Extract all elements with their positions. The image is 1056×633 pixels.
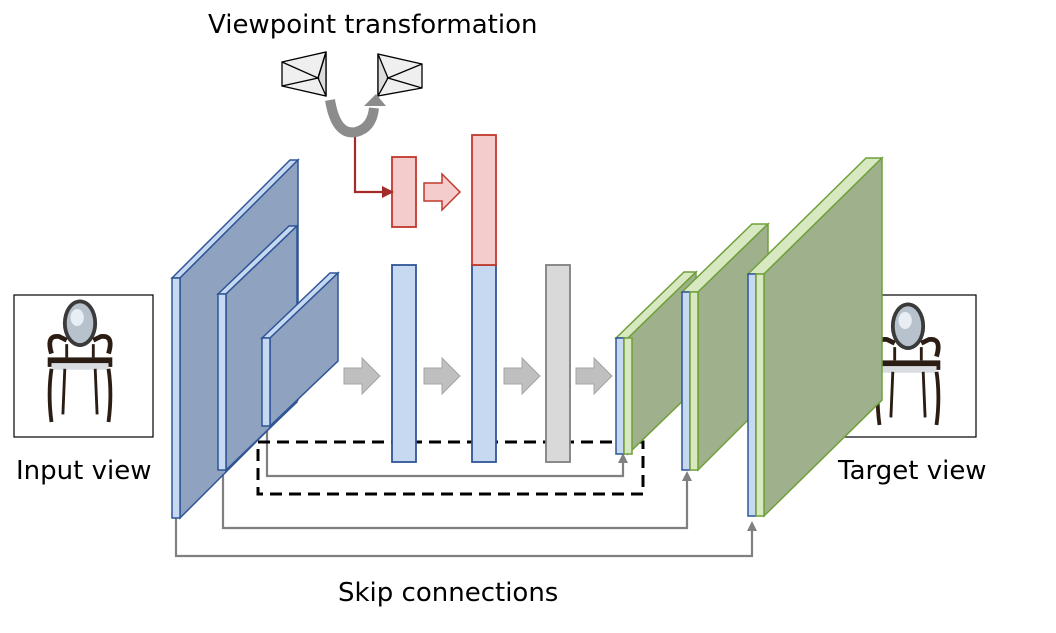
- viewpoint-transformation-label: Viewpoint transformation: [208, 10, 538, 40]
- flow-arrows: [343, 356, 613, 396]
- viewpoint-code-block: [391, 156, 417, 228]
- transformed-code-block: [545, 264, 571, 463]
- decoder-layer-3: [746, 156, 884, 518]
- dashed-highlight-box: [256, 440, 645, 496]
- concatenated-code-block: [471, 264, 497, 463]
- decoder-layer-1: [614, 270, 698, 456]
- target-view-label: Target view: [838, 456, 987, 486]
- skip-connections-label: Skip connections: [338, 578, 559, 608]
- camera-frustum-icon: [281, 51, 327, 97]
- viewpoint-feature-block: [471, 134, 497, 266]
- latent-code-block: [391, 264, 417, 463]
- input-view-label: Input view: [16, 456, 152, 486]
- skip-connection-lines: [174, 426, 757, 558]
- input-view-image: [13, 294, 154, 438]
- camera-frustum-icon: [377, 53, 423, 99]
- curved-rotation-arrow-icon: [325, 94, 386, 138]
- viewpoint-arrow: [423, 172, 462, 212]
- viewpoint-input-arrow: [353, 136, 394, 198]
- encoder-layer-3: [260, 271, 340, 428]
